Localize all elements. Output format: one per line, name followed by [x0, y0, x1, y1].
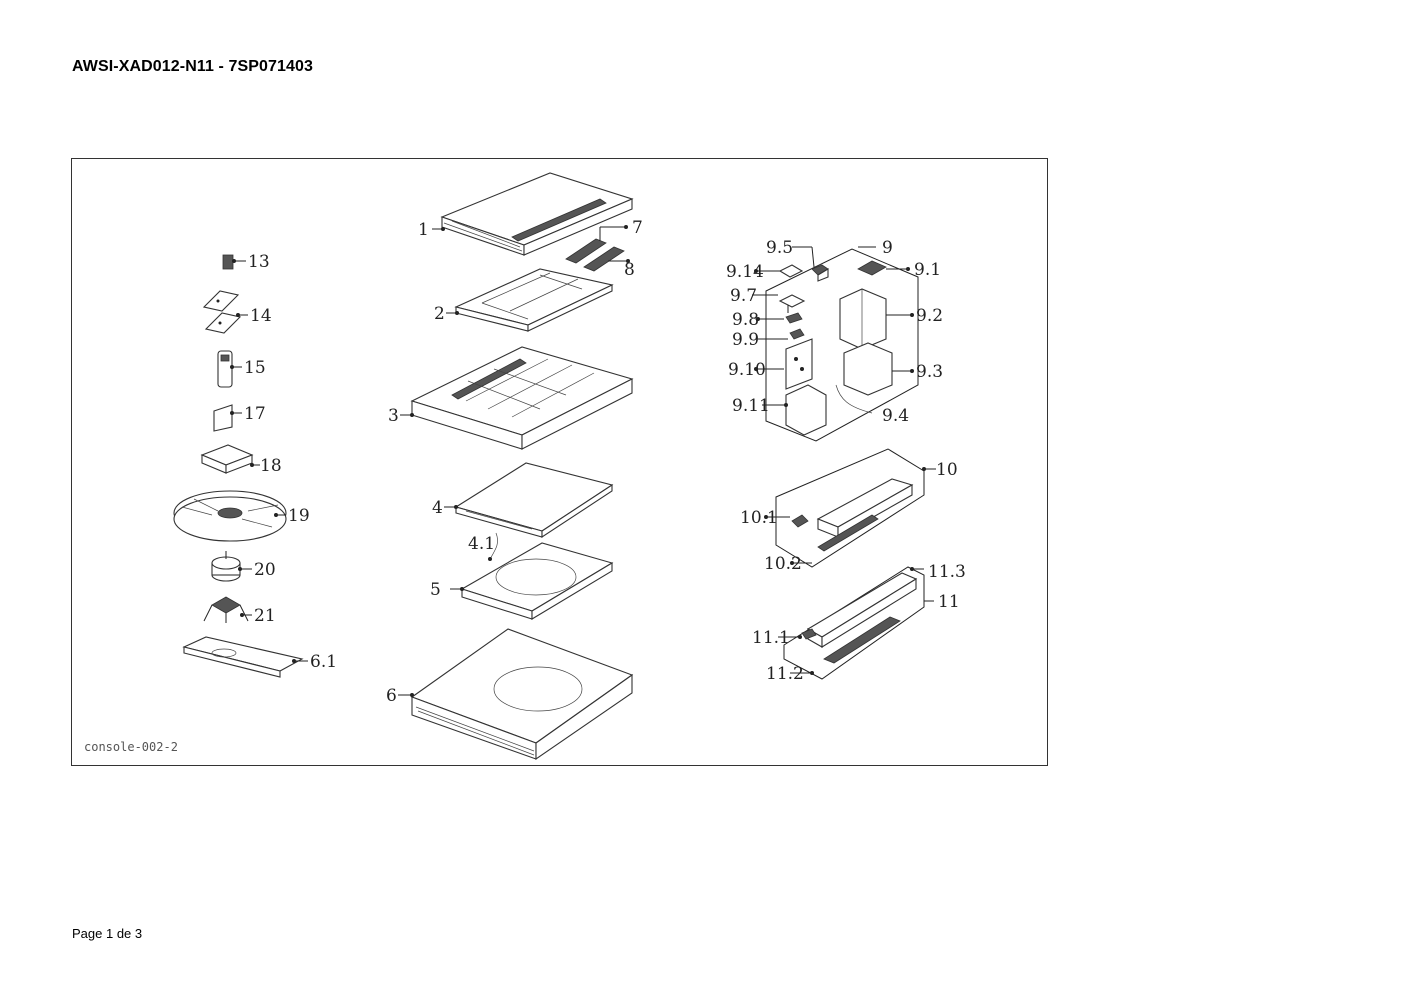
part-9-2-box — [839, 288, 887, 350]
part-20-fan-motor — [211, 551, 241, 582]
label-9-1: 9.1 — [914, 260, 941, 280]
part-6-base-chassis — [410, 628, 634, 761]
page-footer: Page 1 de 3 — [72, 926, 143, 941]
label-9-11: 9.11 — [732, 396, 770, 416]
part-3-front-panel — [410, 346, 634, 450]
part-9-3-box-cover — [843, 342, 893, 396]
label-1: 1 — [418, 220, 429, 240]
label-10-2: 10.2 — [764, 554, 802, 574]
part-9-7-component — [778, 294, 806, 313]
part-9-10-pcb — [785, 338, 813, 390]
label-9-14: 9.14 — [726, 262, 764, 282]
label-9: 9 — [882, 238, 893, 258]
label-4-1: 4.1 — [468, 534, 495, 554]
part-9-control-box-group — [765, 248, 919, 442]
part-10-louver-assembly-group — [775, 448, 925, 568]
label-9-5: 9.5 — [766, 238, 793, 258]
label-9-9: 9.9 — [732, 330, 759, 350]
part-6-1-tray — [182, 636, 304, 678]
label-15: 15 — [244, 358, 266, 378]
document-title: AWSI-XAD012-N11 - 7SP071403 — [72, 58, 314, 75]
part-5-drain-pan — [460, 542, 614, 620]
part-9-14-board — [778, 264, 804, 278]
part-11-louver-assembly — [806, 572, 918, 664]
label-5: 5 — [430, 580, 441, 600]
label-17: 17 — [244, 404, 266, 424]
drawing-code: console-002-2 — [84, 740, 178, 754]
label-9-3: 9.3 — [916, 362, 943, 382]
part-9-1-terminal — [857, 260, 887, 276]
label-21: 21 — [254, 606, 276, 626]
label-11-1: 11.1 — [752, 628, 790, 648]
label-6-1: 6.1 — [310, 652, 337, 672]
part-11-1-motor — [801, 628, 817, 640]
part-9-5-relay — [811, 264, 829, 282]
part-14-hinges — [202, 290, 242, 334]
label-18: 18 — [260, 456, 282, 476]
label-10-1: 10.1 — [740, 508, 778, 528]
part-9-11-cover-plate — [785, 384, 827, 436]
part-13-connector — [222, 254, 234, 270]
label-9-7: 9.7 — [730, 286, 757, 306]
label-9-8: 9.8 — [732, 310, 759, 330]
label-10: 10 — [936, 460, 958, 480]
label-6: 6 — [386, 686, 397, 706]
part-9-9-component — [789, 328, 805, 340]
exploded-parts-diagram: 1 7 8 2 3 4 — [71, 158, 1048, 766]
part-10-louver-assembly — [816, 478, 914, 552]
label-11-2: 11.2 — [766, 664, 804, 684]
part-10-1-motor — [791, 514, 809, 528]
label-9-10: 9.10 — [728, 360, 766, 380]
label-2: 2 — [434, 304, 445, 324]
part-19-fan-wheel — [173, 490, 287, 542]
label-4: 4 — [432, 498, 443, 518]
part-11-louver-assembly-group — [783, 566, 925, 680]
part-17-cover — [213, 404, 233, 432]
label-11: 11 — [938, 592, 960, 612]
part-4-evaporator — [454, 462, 614, 539]
part-2-grille-frame — [454, 268, 614, 332]
label-8: 8 — [624, 260, 635, 280]
part-21-motor-mount — [203, 596, 249, 623]
label-9-2: 9.2 — [916, 306, 943, 326]
label-7: 7 — [632, 218, 643, 238]
part-7-8-filters — [565, 238, 625, 272]
part-1-top-cover — [440, 172, 634, 256]
label-11-3: 11.3 — [928, 562, 966, 582]
part-9-8-component — [785, 312, 803, 324]
label-19: 19 — [288, 506, 310, 526]
label-9-4: 9.4 — [882, 406, 909, 426]
label-3: 3 — [388, 406, 399, 426]
part-15-remote-control — [217, 350, 233, 388]
label-14: 14 — [250, 306, 272, 326]
part-18-display-board — [200, 444, 254, 474]
label-13: 13 — [248, 252, 270, 272]
label-20: 20 — [254, 560, 276, 580]
